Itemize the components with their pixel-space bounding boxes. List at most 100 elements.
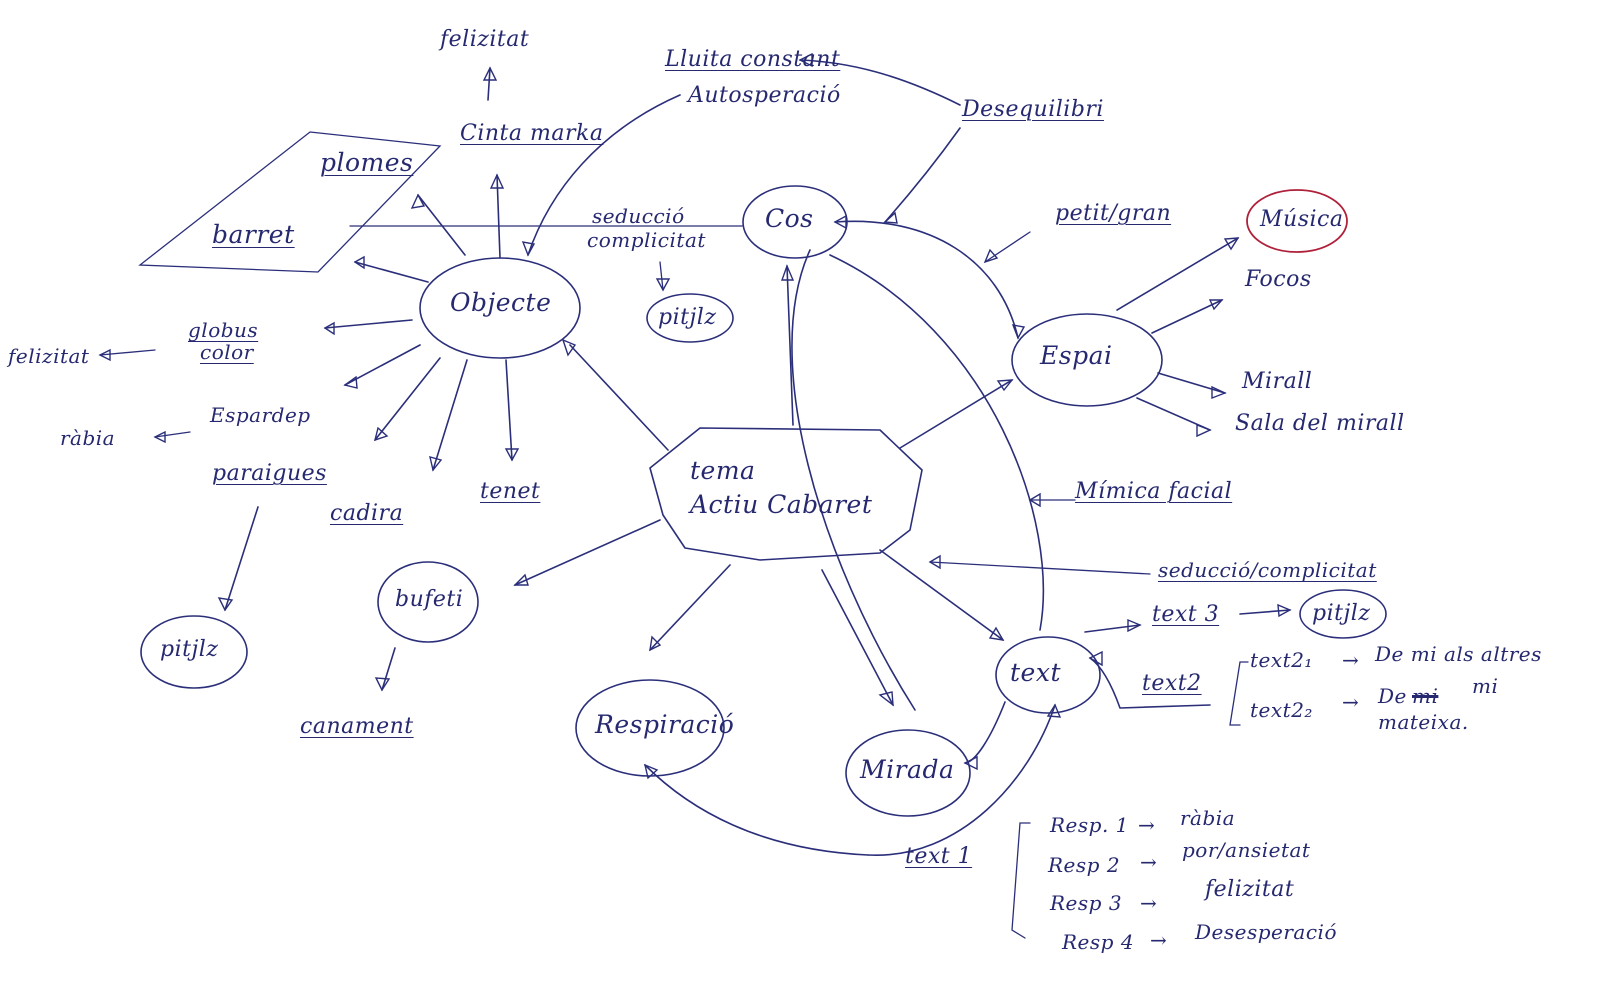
response-arrow: → xyxy=(1140,850,1158,874)
label-plomes: plomes xyxy=(320,148,414,177)
link-espai-focos xyxy=(1151,299,1223,334)
label-paraigues: paraigues xyxy=(212,461,327,486)
link-objecte-cinta xyxy=(496,174,501,259)
link-objecte-cadira xyxy=(432,359,468,471)
node-bufeti-ellipse xyxy=(377,561,479,643)
label-text2: text2 xyxy=(1142,671,1202,696)
label-barret: barret xyxy=(212,220,295,249)
label-rabia: ràbia xyxy=(60,426,116,450)
label-seduccio: seducció xyxy=(592,204,685,228)
link-espai-mirall xyxy=(1157,372,1226,394)
label-text1: text 1 xyxy=(905,844,973,869)
label-autosuperacio: Autosperació xyxy=(688,83,841,108)
node-espai-ellipse xyxy=(1011,313,1163,407)
link-objecte-tenet xyxy=(505,359,513,461)
label-felizitat-left: felizitat xyxy=(8,344,90,368)
label-tenet: tenet xyxy=(480,479,541,504)
link-globus-felizitat xyxy=(99,349,156,356)
node-objecte-label: Objecte xyxy=(450,288,552,317)
link-center-espai xyxy=(899,379,1013,449)
label-text2-2-value-c: mateixa. xyxy=(1378,710,1469,734)
response-label: Resp 3 xyxy=(1050,891,1123,915)
link-text3-pitjlz xyxy=(1239,609,1291,615)
node-pitjlz-cos-label: pitjlz xyxy=(658,305,717,330)
response-value: Desesperació xyxy=(1195,920,1337,944)
link-petitgran-cos xyxy=(984,231,1031,263)
response-label: Resp. 1 xyxy=(1050,813,1129,837)
node-musica-ellipse xyxy=(1246,189,1348,253)
label-focos: Focos xyxy=(1245,267,1312,292)
node-mirada-ellipse xyxy=(845,729,971,817)
link-center-objecte xyxy=(569,344,669,451)
node-respiracio-label: Respiració xyxy=(595,710,735,739)
link-center-text xyxy=(879,549,1004,641)
link-paraigues-pitjlz xyxy=(224,506,259,611)
label-text3: text 3 xyxy=(1152,602,1220,627)
link-lluita-objecte xyxy=(527,94,681,256)
response-arrow: → xyxy=(1138,813,1156,837)
response-arrow: → xyxy=(1150,928,1168,952)
text2-2-arrow: → xyxy=(1342,690,1360,714)
label-text2-1: text2₁ xyxy=(1250,648,1313,672)
label-text2-1-value: De mi als altres xyxy=(1375,642,1542,666)
link-objecte-barret xyxy=(354,261,429,283)
label-seduccio-complicitat: seducció/complicitat xyxy=(1158,558,1377,582)
link-desequilibri-lluita xyxy=(799,59,961,106)
link-center-mirada xyxy=(821,569,894,706)
label-text2-2-struck: mi xyxy=(1412,684,1439,708)
label-espardenyes: Espardep xyxy=(210,403,311,427)
label-cinta-marka: Cinta marka xyxy=(460,121,604,146)
text2-bracket xyxy=(1229,661,1249,726)
plomes-barret-box xyxy=(138,131,442,273)
node-text-ellipse xyxy=(995,636,1101,714)
link-text-mirada xyxy=(964,701,1006,764)
link-cos-text-arc xyxy=(829,254,1045,631)
label-sala-mirall: Sala del mirall xyxy=(1235,411,1405,436)
arrowheads xyxy=(98,52,1292,780)
link-center-cos xyxy=(786,265,794,426)
center-title-line1: tema xyxy=(690,456,756,485)
link-desequilibri-cos xyxy=(884,127,961,223)
label-lluita-constant: Lluita constant xyxy=(665,47,841,72)
link-objecte-plomes xyxy=(417,194,466,256)
link-objecte-paraigues xyxy=(374,357,441,441)
label-text2-2: text2₂ xyxy=(1250,698,1313,722)
node-pitjlz-text3-label: pitjlz xyxy=(1312,601,1371,626)
label-text2-2-value-a: De xyxy=(1378,684,1407,708)
center-octagon xyxy=(649,427,923,561)
link-objecte-globus xyxy=(324,319,413,329)
link-objecte-espardenyes xyxy=(344,344,421,386)
link-seduccio-pitjlz xyxy=(659,261,664,291)
label-mimica-facial: Mímica facial xyxy=(1075,479,1233,504)
node-espai-label: Espai xyxy=(1040,341,1113,370)
link-center-bufeti xyxy=(514,519,661,586)
link-espardenyes-rabia xyxy=(154,431,191,438)
link-espai-musica xyxy=(1116,237,1239,311)
label-desequilibri: Desequilibri xyxy=(962,97,1104,122)
label-petit-gran: petit/gran xyxy=(1055,201,1172,226)
response-label: Resp 2 xyxy=(1048,853,1121,877)
node-bufeti-label: bufeti xyxy=(395,587,464,612)
node-pitjlz-paraigues-ellipse xyxy=(140,615,248,689)
response-value: por/ansietat xyxy=(1182,838,1311,862)
link-text1-text xyxy=(867,704,1056,856)
response-label: Resp 4 xyxy=(1062,930,1135,954)
node-musica-label: Música xyxy=(1260,207,1344,232)
link-bufeti-canament xyxy=(381,647,396,691)
link-cos-espai xyxy=(834,220,1019,339)
node-pitjlz-cos-ellipse xyxy=(646,293,734,343)
response-arrow: → xyxy=(1140,891,1158,915)
label-globus: globus xyxy=(188,318,259,342)
node-text-label: text xyxy=(1010,658,1061,687)
link-cos-mirada-arc xyxy=(791,249,916,711)
label-text2-2-value-b: mi xyxy=(1472,674,1499,698)
node-pitjlz-paraigues-label: pitjlz xyxy=(160,637,219,662)
label-color: color xyxy=(200,340,254,364)
node-mirada-label: Mirada xyxy=(860,755,955,784)
link-cinta-felizitat xyxy=(487,67,491,101)
label-mirall: Mirall xyxy=(1242,369,1313,394)
link-text-text3 xyxy=(1084,624,1141,633)
text1-bracket xyxy=(1011,822,1031,939)
